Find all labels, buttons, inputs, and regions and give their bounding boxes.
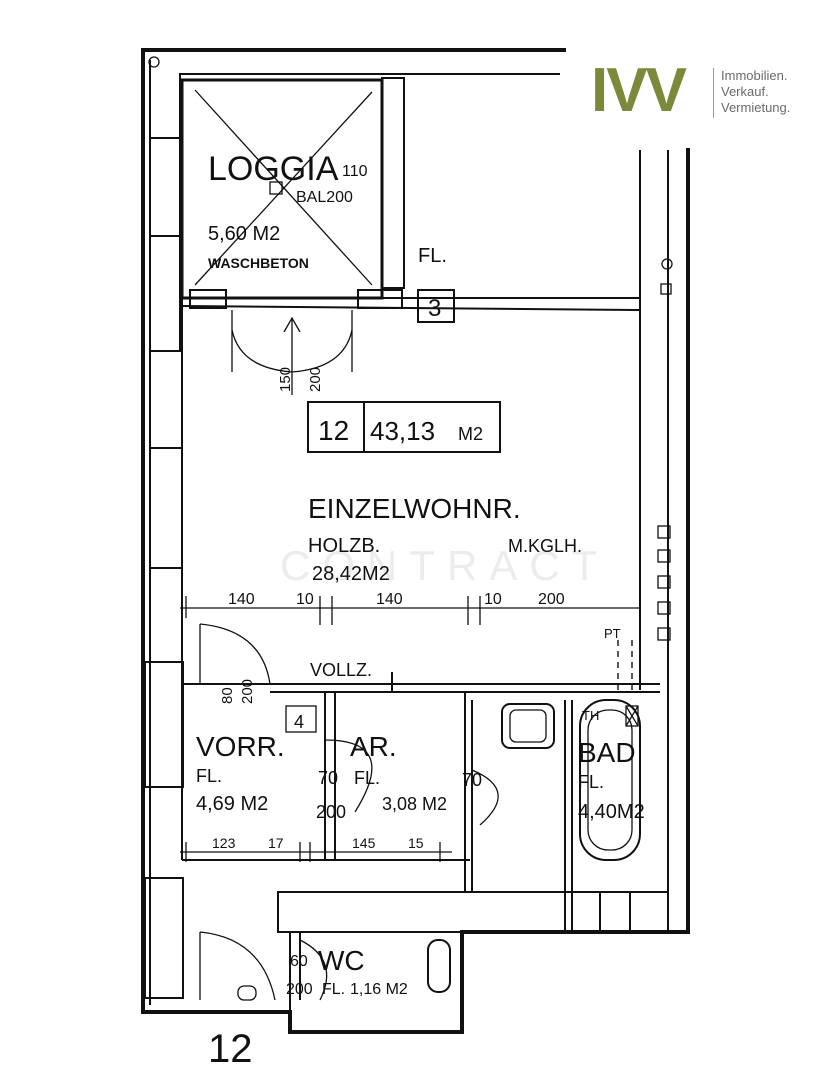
dim-row1-e: 200 xyxy=(538,591,565,608)
loggia-room xyxy=(180,77,641,311)
vollz-label: VOLLZ. xyxy=(310,660,372,680)
dimension-row-2 xyxy=(180,842,452,862)
ivv-logo: IVV Immobilien. Verkauf. Vermietung. xyxy=(585,58,825,128)
loggia-name: LOGGIA xyxy=(208,150,339,188)
wc-floor: FL. xyxy=(322,981,345,998)
windows-left xyxy=(144,137,184,999)
wc-area: 1,16 M2 xyxy=(350,981,408,998)
dim-row1-d: 10 xyxy=(484,591,502,608)
loggia-dim-bottom: BAL200 xyxy=(296,189,353,206)
unit-label-box xyxy=(307,401,501,453)
loggia-material: WASCHBETON xyxy=(208,255,309,271)
door-marker-3-box xyxy=(417,289,455,323)
abstellraum-door-w: 70 xyxy=(318,768,338,788)
bad-floor: FL. xyxy=(578,772,604,792)
bad-tag: TH xyxy=(582,708,599,723)
dim-row2-c: 145 xyxy=(352,835,376,851)
flur-top-label: FL. xyxy=(418,245,447,267)
abstellraum-door-h: 200 xyxy=(316,802,346,822)
loggia-dim-top: 110 xyxy=(342,163,368,180)
logo-tagline: Immobilien. Verkauf. Vermietung. xyxy=(721,68,790,116)
floor-plan-number: 12 xyxy=(208,1027,253,1071)
entry-door-swing xyxy=(199,623,271,685)
dim-row2-d: 15 xyxy=(408,835,424,851)
bottom-band xyxy=(277,891,669,933)
bad-area: 4,40M2 xyxy=(578,801,645,823)
logo-mark: IVV xyxy=(591,56,687,125)
dim-row1-b: 10 xyxy=(296,591,314,608)
door-marker-3: 3 xyxy=(428,295,441,322)
vorraum-name: VORR. xyxy=(196,731,285,762)
wall-sockets xyxy=(657,525,671,641)
abstellraum-name: AR. xyxy=(350,731,397,762)
vorraum-door-h: 200 xyxy=(239,679,256,704)
lower-rooms xyxy=(182,692,641,930)
einzelwohnraum-area: 28,42M2 xyxy=(312,563,390,585)
wc-door-h: 200 xyxy=(286,981,313,998)
vorraum-door-w: 80 xyxy=(219,687,236,704)
door-main-width: 150 xyxy=(277,367,294,392)
logo-line-3: Vermietung. xyxy=(721,100,791,115)
door-main-height: 200 xyxy=(307,367,324,392)
einzelwohnraum-extra: M.KGLH. xyxy=(508,536,582,556)
unit-area-unit: M2 xyxy=(458,424,483,444)
bad-name: BAD xyxy=(578,737,636,768)
bad-door-w: 70 xyxy=(462,770,482,790)
watermark: CONTRACT xyxy=(280,542,609,589)
unit-number: 12 xyxy=(318,415,349,446)
pt-label: PT xyxy=(604,626,621,641)
wc-name: WC xyxy=(318,945,365,976)
dim-row1-c: 140 xyxy=(376,591,403,608)
abstellraum-floor: FL. xyxy=(354,768,380,788)
wc-room xyxy=(199,931,451,1012)
einzelwohnraum-name: EINZELWOHNR. xyxy=(308,493,521,524)
dim-row2-b: 17 xyxy=(268,835,284,851)
dim-row1-a: 140 xyxy=(228,591,255,608)
loggia-area: 5,60 M2 xyxy=(208,223,280,245)
vorraum-floor: FL. xyxy=(196,766,222,786)
dim-row2-a: 123 xyxy=(212,835,236,851)
vorraum-marker: 4 xyxy=(294,712,304,732)
main-door xyxy=(231,310,353,395)
unit-area: 43,13 xyxy=(370,416,435,446)
wc-door-w: 60 xyxy=(290,953,308,970)
abstellraum-area: 3,08 M2 xyxy=(382,794,447,814)
vorraum-area: 4,69 M2 xyxy=(196,793,268,815)
dimension-row-1 xyxy=(180,596,640,625)
logo-separator xyxy=(713,68,714,118)
outer-walls xyxy=(141,48,690,1034)
logo-line-2: Verkauf. xyxy=(721,84,769,99)
logo-line-1: Immobilien. xyxy=(721,68,788,83)
einzelwohnraum-floor: HOLZB. xyxy=(308,535,380,557)
